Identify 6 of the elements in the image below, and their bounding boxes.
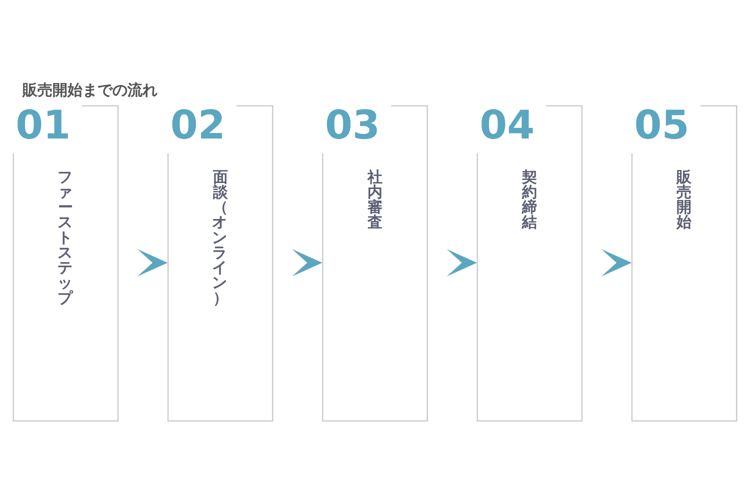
- node-text: 05 販売開始: [634, 102, 692, 232]
- diagram-title: 販売開始までの流れ: [22, 81, 158, 100]
- node-text: 04 契約締結: [480, 102, 538, 232]
- node-text: 03 社内審査: [325, 102, 382, 232]
- node-text: 01 ファーストステップ: [16, 102, 74, 307]
- node-text: 02 面談（オンライン）: [170, 102, 228, 307]
